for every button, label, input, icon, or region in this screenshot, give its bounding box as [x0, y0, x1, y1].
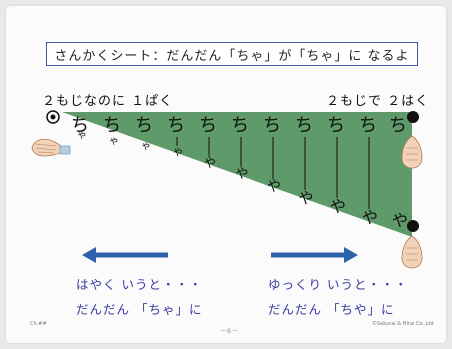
green-triangle [62, 112, 412, 237]
ya-character: ゃ [173, 145, 184, 158]
right-caption-line1: ゆっくり いうと・・・ [268, 277, 408, 292]
chi-character: ち [295, 115, 313, 136]
ya-character: ゃ [109, 136, 119, 147]
ya-character: や [392, 211, 408, 230]
footer-right: ©Sakurai & Hirai Co.,Ltd [372, 321, 434, 327]
ya-character: や [362, 208, 378, 227]
target-dot-icon [46, 110, 60, 124]
clap-hands-icon [401, 135, 423, 169]
worksheet-title: さんかくシート：だんだん「ちゃ」が「ちゃ」に なるよ [46, 42, 418, 66]
right-arrow-icon [271, 247, 358, 263]
stems [176, 137, 370, 209]
left-label: ２もじなのに １ぱく [42, 94, 174, 109]
chi-character: ち [167, 115, 185, 136]
right-label: ２もじで ２はく [326, 94, 430, 109]
ya-character: ゃ [141, 141, 151, 152]
ya-character: や [235, 167, 248, 182]
clap-hands-icon [31, 138, 71, 157]
chi-character: ち [199, 115, 217, 136]
ya-character: や [298, 189, 313, 207]
left-arrow-icon [82, 247, 168, 263]
page-number: －６－ [220, 328, 239, 335]
ya-character: や [330, 197, 346, 216]
left-caption-line1: はやく いうと・・・ [76, 277, 203, 292]
chi-character: ち [231, 115, 249, 136]
chi-character: ち [327, 115, 345, 136]
ya-character: や [267, 179, 281, 195]
ya-character: や [204, 156, 216, 170]
black-dot-icon [407, 111, 419, 123]
chi-character: ち [389, 115, 407, 136]
chi-character: ち [103, 115, 121, 136]
chi-character: ち [359, 115, 377, 136]
characters: ちゃちゃちゃちゃちやちやちやちやちやちやちや [71, 115, 408, 230]
footer-left: Ch.## [30, 321, 47, 327]
ya-character: ゃ [77, 130, 87, 141]
left-caption-line2: だんだん 「ちゃ」に [76, 302, 203, 317]
chi-character: ち [71, 115, 89, 136]
chi-character: ち [135, 115, 153, 136]
clap-hands-icon [401, 235, 423, 269]
black-dot-icon [407, 220, 419, 232]
right-caption-line2: だんだん 「ちや」に [268, 302, 395, 317]
chi-character: ち [263, 115, 281, 136]
